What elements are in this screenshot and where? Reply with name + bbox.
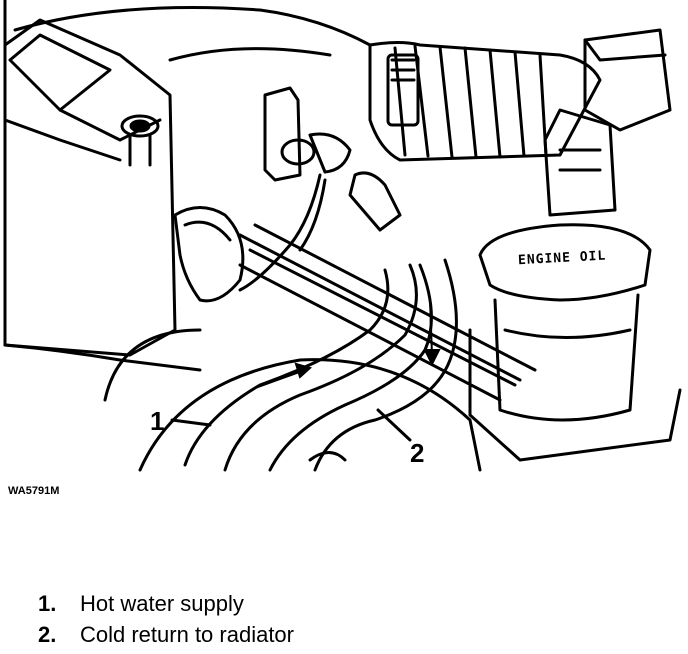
figure-code: WA5791M [8,485,59,497]
oil-filler-neck [493,293,640,422]
upper-body-line [13,6,372,47]
heater-hose-1-inner [223,263,418,472]
valve-cover-edge [468,328,682,462]
legend-item: 2. Cold return to radiator [38,619,658,650]
elbow-pipe-inner [183,220,232,242]
control-cable [238,173,322,292]
intake-hose-outline [368,41,602,162]
upper-small-hose [348,171,402,232]
heater-hose-2-inner [313,258,458,472]
throttle-body-detail [558,148,602,172]
oil-filler-band [503,328,632,339]
figure-legend: 1. Hot water supply 2. Cold return to ra… [38,588,658,650]
upper-body-line-2 [168,47,332,62]
housing-top-panel [8,33,112,112]
engine-bay-illustration: 1 2 ENGINE OIL WA5791M [3,0,682,497]
hose-clamp [386,53,420,127]
intake-hose-ribs [393,44,548,159]
legend-item-number: 1. [38,591,57,616]
right-box-top [583,38,667,62]
callout-1-leader [170,418,212,427]
control-cable-inner [298,178,327,252]
engine-oil-cap-label: ENGINE OIL [518,249,607,269]
callout-2-number: 2 [410,438,424,468]
flow-arrow-1-head [294,362,313,379]
elbow-pipe [173,206,245,303]
engine-diagram: 1 2 ENGINE OIL WA5791M [3,0,682,497]
housing-bolt [120,114,160,138]
flow-arrow-2-shaft [429,299,433,356]
callout-2-leader [376,408,412,442]
left-lower-contour [103,328,202,402]
air-filter-housing [3,18,177,357]
housing-lower-ridge [3,118,122,162]
housing-bolt-center [129,119,151,133]
legend-item-text: Hot water supply [80,591,244,616]
valve-knob [280,138,316,166]
legend-item: 1. Hot water supply [38,588,658,619]
legend-item-text: Cold return to radiator [80,622,294,647]
throttle-body [543,108,617,217]
flow-arrow-2-head [423,349,441,367]
flow-arrow-1-shaft [254,369,306,389]
bolt-shaft [128,133,152,167]
callout-1-number: 1 [150,406,164,436]
valve-connector [308,132,352,174]
valve-bracket [263,86,302,182]
hose-fitting [308,451,347,462]
right-component-box [583,28,672,132]
mounting-rails [238,223,537,402]
legend-item-number: 2. [38,622,57,647]
oil-filler-cap [478,223,652,302]
hose-clamp-screw [390,58,416,82]
